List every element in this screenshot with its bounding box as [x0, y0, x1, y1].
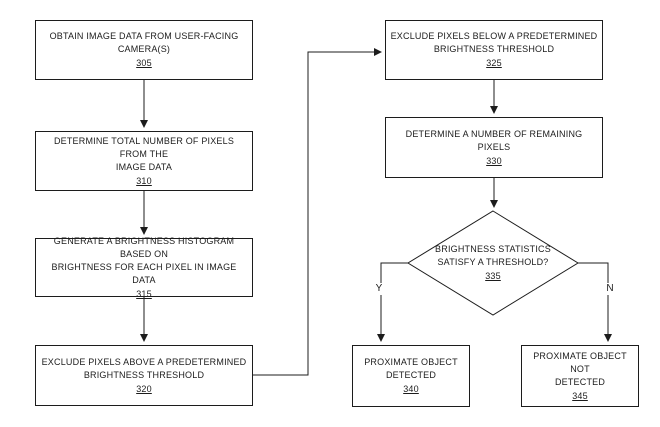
node-ref: 335: [485, 271, 501, 281]
edge-320-325: [253, 48, 382, 376]
node-label: GENERATE A BRIGHTNESS HISTOGRAM BASED ON…: [51, 235, 237, 285]
node-label: OBTAIN IMAGE DATA FROM USER-FACING CAMER…: [49, 31, 239, 54]
node-ref: 345: [572, 390, 588, 401]
node-ref: 305: [136, 58, 152, 68]
node-ref: 310: [136, 175, 152, 186]
node-ref: 325: [486, 58, 502, 68]
node-315: GENERATE A BRIGHTNESS HISTOGRAM BASED ON…: [35, 235, 253, 299]
edge-label-no: N: [604, 283, 616, 295]
decision-335-shape: [407, 210, 579, 316]
node-ref: 340: [403, 384, 419, 394]
node-ref: 330: [486, 155, 502, 166]
node-label: PROXIMATE OBJECT NOT DETECTED: [533, 350, 627, 387]
node-340: PROXIMATE OBJECT DETECTED 340: [352, 345, 470, 407]
node-ref: 320: [136, 383, 152, 394]
node-label: EXCLUDE PIXELS BELOW A PREDETERMINED BRI…: [390, 31, 598, 54]
node-330: DETERMINE A NUMBER OF REMAINING PIXELS 3…: [385, 117, 603, 178]
node-310: DETERMINE TOTAL NUMBER OF PIXELS FROM TH…: [35, 131, 253, 191]
edge-335-345-no: [578, 262, 612, 342]
node-label: BRIGHTNESS STATISTICS SATISFY A THRESHOL…: [435, 244, 551, 267]
node-label: EXCLUDE PIXELS ABOVE A PREDETERMINED BRI…: [41, 356, 247, 380]
node-305: OBTAIN IMAGE DATA FROM USER-FACING CAMER…: [35, 20, 253, 80]
node-label: DETERMINE A NUMBER OF REMAINING PIXELS: [405, 128, 583, 152]
edge-335-340-yes: [377, 262, 408, 342]
node-320: EXCLUDE PIXELS ABOVE A PREDETERMINED BRI…: [35, 345, 253, 406]
node-label: DETERMINE TOTAL NUMBER OF PIXELS FROM TH…: [53, 135, 235, 172]
edge-label-yes: Y: [373, 283, 385, 295]
node-325: EXCLUDE PIXELS BELOW A PREDETERMINED BRI…: [385, 20, 603, 80]
node-335: BRIGHTNESS STATISTICS SATISFY A THRESHOL…: [408, 229, 578, 297]
node-label: PROXIMATE OBJECT DETECTED: [364, 357, 458, 380]
node-345: PROXIMATE OBJECT NOT DETECTED 345: [521, 345, 639, 407]
node-ref: 315: [136, 288, 152, 299]
